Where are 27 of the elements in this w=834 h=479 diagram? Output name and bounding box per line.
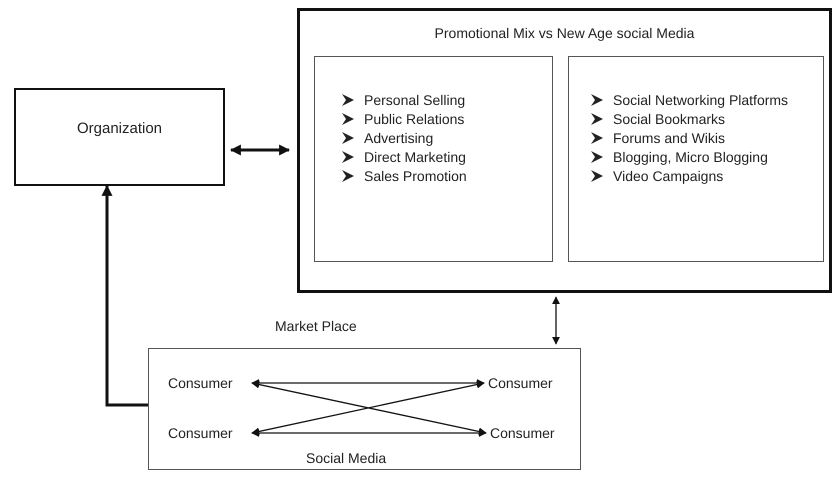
process-box xyxy=(14,88,225,186)
group-caption: Social Media xyxy=(306,450,386,466)
consumer-label: Consumer xyxy=(488,372,572,394)
consumer-label: Consumer xyxy=(168,372,248,394)
list-item: Public Relations xyxy=(364,110,464,126)
group-frame xyxy=(297,8,832,293)
list-item: Blogging, Micro Blogging xyxy=(613,148,768,164)
consumer-label: Consumer xyxy=(168,422,248,444)
list-item: Direct Marketing xyxy=(364,148,466,164)
list-item: Social Networking Platforms xyxy=(613,92,788,108)
node-label: Organization xyxy=(76,120,164,137)
frame-title: Promotional Mix vs New Age social Media xyxy=(434,25,696,41)
group-heading: Market Place xyxy=(275,318,357,334)
arrow xyxy=(251,379,485,387)
list-item: Social Bookmarks xyxy=(613,110,726,126)
list-item: Advertising xyxy=(364,130,434,146)
consumer-label: Consumer xyxy=(490,422,574,444)
list-item: Personal Selling xyxy=(364,92,466,108)
list-box xyxy=(314,56,553,262)
list-item: Video Campaigns xyxy=(613,168,724,184)
arrow xyxy=(552,296,560,345)
arrow xyxy=(251,429,487,437)
arrow xyxy=(102,184,148,406)
list-box xyxy=(568,56,824,262)
list-item: Forums and Wikis xyxy=(613,130,726,146)
arrow xyxy=(230,144,290,156)
list-item: Sales Promotion xyxy=(364,168,467,184)
